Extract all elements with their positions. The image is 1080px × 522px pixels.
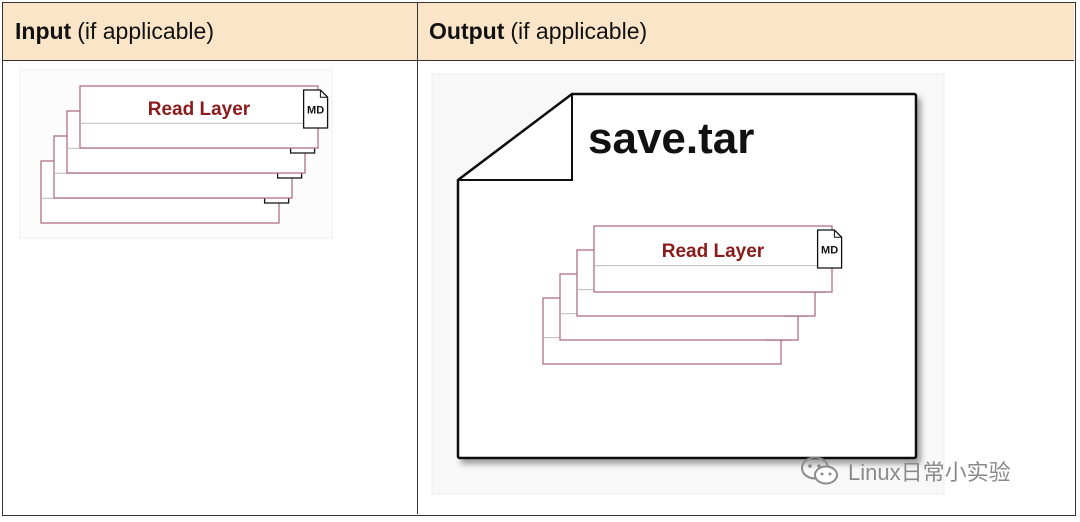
tar-file-fold (458, 94, 573, 181)
comparison-table: Input (if applicable) Output (if applica… (2, 2, 1076, 516)
input-header-rest: (if applicable) (77, 18, 214, 44)
output-layer-label: Read Layer (662, 241, 765, 262)
tar-file-title: save.tar (588, 114, 754, 163)
watermark-text: Linux日常小实验 (848, 460, 1011, 485)
metadata-file-icon: MD (302, 89, 329, 129)
input-layer-box (79, 85, 319, 149)
input-layer-1: Read Layer MD (79, 85, 329, 149)
output-header-bold: Output (429, 18, 505, 44)
input-header-bold: Input (15, 18, 72, 44)
output-header-rest: (if applicable) (510, 18, 648, 44)
input-layer-label: Read Layer (148, 99, 251, 120)
wechat-icon (801, 456, 838, 485)
watermark: Linux日常小实验 (800, 455, 1011, 487)
output-layer-1: Read Layer MD (593, 225, 843, 293)
output-layer-box (593, 225, 833, 293)
output-layer-stack: Read LayerMDRead LayerMDRead LayerMDRead… (542, 225, 843, 365)
metadata-file-icon: MD (816, 229, 843, 269)
input-column-header: Input (if applicable) (3, 3, 417, 61)
output-column-header: Output (if applicable) (417, 3, 1074, 61)
input-layer-stack: Read LayerMDRead LayerMDRead LayerMDRead… (40, 85, 329, 224)
metadata-badge-label: MD (307, 105, 324, 117)
column-divider (417, 3, 418, 514)
metadata-badge-label: MD (821, 245, 838, 257)
